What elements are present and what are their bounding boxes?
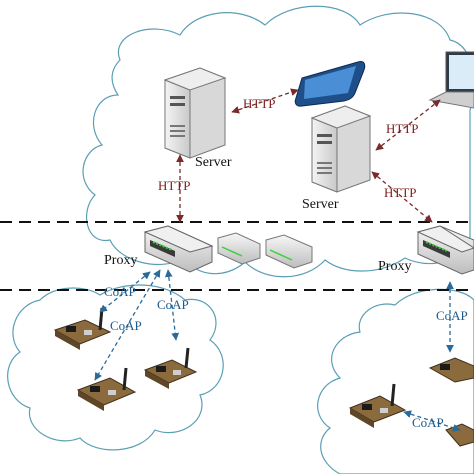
http-label-2: HTTP [386,121,419,136]
coap-label-3: CoAP [110,318,142,333]
sensor-node-4 [428,357,474,383]
server-1: Server [163,67,232,170]
http-label-3: HTTP [158,178,191,193]
http-arrow-server1-phone [231,88,299,114]
http-links: HTTP HTTP HTTP HTTP [158,88,441,223]
coap-arrow-sensor5-sensor6 [403,410,461,432]
coap-arrow-proxy1-sensor2 [94,269,161,381]
tower-server-icon [163,67,227,159]
proxy-1-label: Proxy [104,253,137,268]
sensor-board-icon [53,307,112,350]
coap-links: CoAP CoAP CoAP CoAP CoAP [94,269,468,432]
laptop-icon [428,51,474,109]
network-router-icon [143,225,214,273]
server-1-label: Server [195,155,232,170]
left-sensor-cloud [7,284,224,451]
right-sensor-cloud [317,288,474,474]
sensor-node-2 [76,367,137,411]
sensor-node-3 [143,347,198,389]
laptop [428,51,474,109]
smartphone-icon [294,61,366,107]
sensor-board-icon [445,423,474,447]
tower-server-icon [310,105,372,193]
smartphone [294,61,366,107]
proxy-1: Proxy [104,225,313,273]
network-router-icon [416,225,474,275]
coap-label-4: CoAP [436,308,468,323]
coap-label-5: CoAP [412,415,444,430]
coap-label-2: CoAP [157,297,189,312]
sensor-node-5 [348,383,407,428]
sensor-node-6 [445,423,474,447]
http-arrow-server2-proxy2 [371,171,433,223]
coap-arrow-proxy1-sensor3 [164,269,180,341]
proxy-2: Proxy [378,225,474,275]
network-box-icon [265,234,313,269]
sensor-board-icon [76,367,137,411]
http-label-1: HTTP [243,96,276,111]
coap-label-1: CoAP [104,284,136,299]
sensor-board-icon [428,357,474,383]
server-2: Server [302,105,372,212]
server-2-label: Server [302,197,339,212]
proxy-2-label: Proxy [378,259,411,274]
sensor-board-icon [143,347,198,389]
http-label-4: HTTP [384,185,417,200]
internet-cloud [82,5,474,278]
network-box-icon [217,232,261,265]
sensor-node-1 [53,307,112,350]
sensor-board-icon [348,383,407,428]
